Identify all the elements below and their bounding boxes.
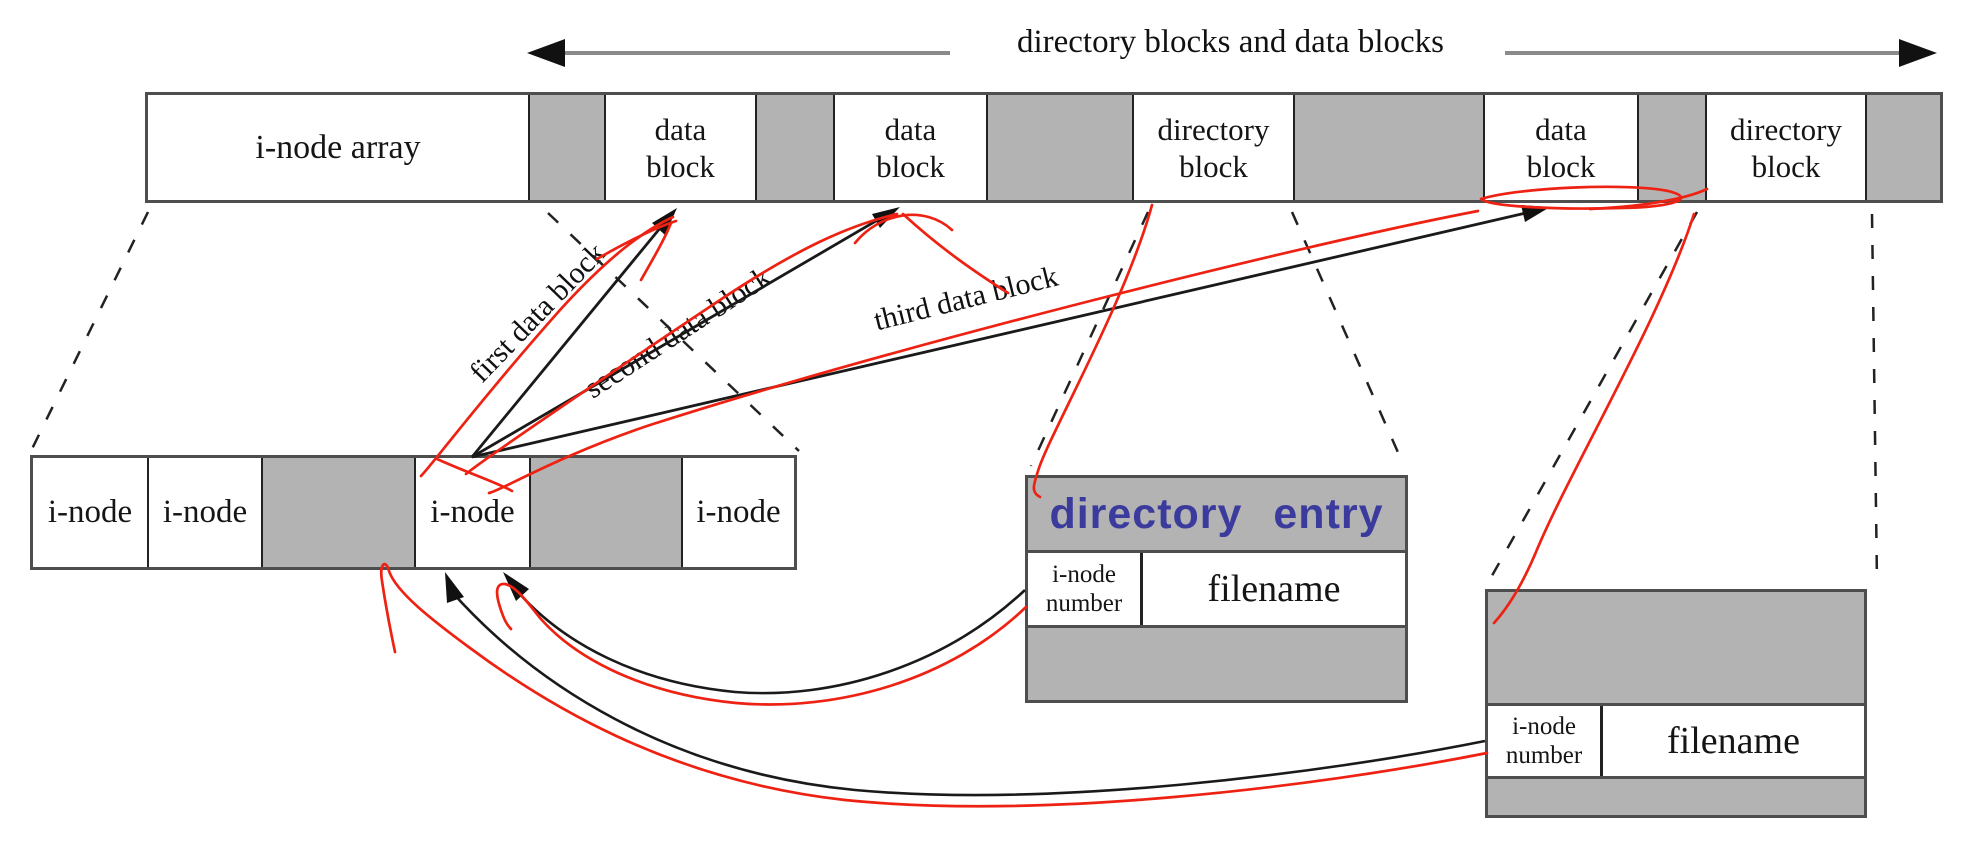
filename-cell: filename bbox=[1143, 553, 1405, 625]
inode-array-bar: i-node i-node i-node i-node bbox=[30, 455, 797, 570]
arrowhead-left-icon bbox=[527, 39, 565, 67]
segment-inode-array: i-node array bbox=[148, 95, 528, 200]
filename-label: filename bbox=[1667, 720, 1800, 762]
arrowhead-icon bbox=[1521, 205, 1550, 222]
disk-layout-bar: i-node array data block data block direc… bbox=[145, 92, 1943, 203]
red-second-arrow-hook bbox=[853, 213, 954, 245]
arrowhead-right-icon bbox=[1899, 39, 1937, 67]
inode-cell-gray bbox=[261, 458, 414, 567]
directory-entry-header bbox=[1488, 592, 1864, 703]
inode-cell-label: i-node bbox=[162, 494, 248, 530]
inode-number-label: i-node bbox=[1052, 561, 1116, 588]
inode-cell-1: i-node bbox=[33, 458, 147, 567]
segment-label: data bbox=[884, 111, 937, 147]
directory-entry-row: i-node number filename bbox=[1028, 550, 1405, 628]
inode-number-label: number bbox=[1045, 590, 1123, 617]
segment-gray bbox=[986, 95, 1132, 200]
segment-label: i-node array bbox=[255, 129, 421, 166]
segment-data-block-2: data block bbox=[833, 95, 986, 200]
segment-data-block-3: data block bbox=[1483, 95, 1637, 200]
entry1-to-inode-curve bbox=[517, 589, 1026, 695]
segment-data-block-1: data block bbox=[604, 95, 755, 200]
segment-label: block bbox=[1526, 148, 1596, 184]
inode-number-label: i-node bbox=[1512, 713, 1576, 740]
segment-label: block bbox=[876, 148, 945, 184]
segment-label: data bbox=[654, 111, 707, 147]
inode-cell-4: i-node bbox=[681, 458, 794, 567]
segment-label: data bbox=[1535, 111, 1587, 147]
segment-gray bbox=[1865, 95, 1940, 200]
segment-label: block bbox=[646, 148, 715, 184]
red-dirblock1-to-entry1 bbox=[1032, 203, 1154, 499]
directory-entry-title: directory entry bbox=[1049, 489, 1384, 538]
dashed-line bbox=[1487, 211, 1699, 582]
directory-entry-box-2: i-node number filename bbox=[1485, 589, 1867, 818]
inode-cell-3-target: i-node bbox=[414, 458, 529, 567]
third-data-block-label: third data block bbox=[870, 259, 1062, 338]
inode-cell-label: i-node bbox=[696, 494, 781, 530]
inode-number-label: number bbox=[1505, 742, 1583, 769]
inode-cell-gray bbox=[529, 458, 681, 567]
filename-cell: filename bbox=[1603, 706, 1864, 776]
dashed-line bbox=[29, 211, 150, 452]
directory-entry-box-1: directory entry i-node number filename bbox=[1025, 475, 1408, 703]
arrowhead-icon bbox=[872, 207, 900, 228]
arrowhead-icon bbox=[445, 572, 464, 603]
inode-number-cell: i-node number bbox=[1028, 553, 1143, 625]
segment-label: block bbox=[1751, 148, 1821, 184]
second-data-block-label: second data block bbox=[578, 260, 777, 405]
segment-gray bbox=[1293, 95, 1483, 200]
directory-entry-row: i-node number filename bbox=[1488, 703, 1864, 779]
arrowhead-icon bbox=[652, 208, 677, 235]
red-first-arrow-fork bbox=[639, 221, 673, 282]
segment-gray bbox=[755, 95, 833, 200]
top-arrow-caption: directory blocks and data blocks bbox=[1016, 24, 1445, 60]
red-entry1-to-inode-curve bbox=[495, 582, 1028, 706]
red-datablock-to-entry2 bbox=[1492, 212, 1696, 625]
inode-cell-label: i-node bbox=[430, 494, 515, 530]
arrowhead-icon bbox=[503, 572, 529, 601]
segment-label: directory bbox=[1157, 111, 1270, 147]
red-first-arrow-fork bbox=[595, 219, 678, 261]
dashed-line bbox=[1290, 211, 1406, 467]
segment-directory-block-2: directory block bbox=[1705, 95, 1865, 200]
segment-gray bbox=[528, 95, 604, 200]
segment-label: directory bbox=[1730, 111, 1842, 147]
segment-label: block bbox=[1179, 148, 1248, 184]
segment-directory-block-1: directory block bbox=[1132, 95, 1293, 200]
inode-cell-label: i-node bbox=[47, 494, 133, 530]
third-block-arrow bbox=[471, 207, 1544, 459]
filename-label: filename bbox=[1207, 568, 1341, 610]
segment-gray bbox=[1637, 95, 1705, 200]
dashed-line bbox=[1029, 211, 1150, 467]
inode-number-cell: i-node number bbox=[1488, 706, 1603, 776]
block-pointer-arrows bbox=[470, 207, 1544, 459]
inode-cell-2: i-node bbox=[147, 458, 261, 567]
first-data-block-label: first data block bbox=[463, 236, 613, 389]
directory-entry-header: directory entry bbox=[1028, 478, 1405, 550]
dashed-line bbox=[1870, 213, 1879, 583]
